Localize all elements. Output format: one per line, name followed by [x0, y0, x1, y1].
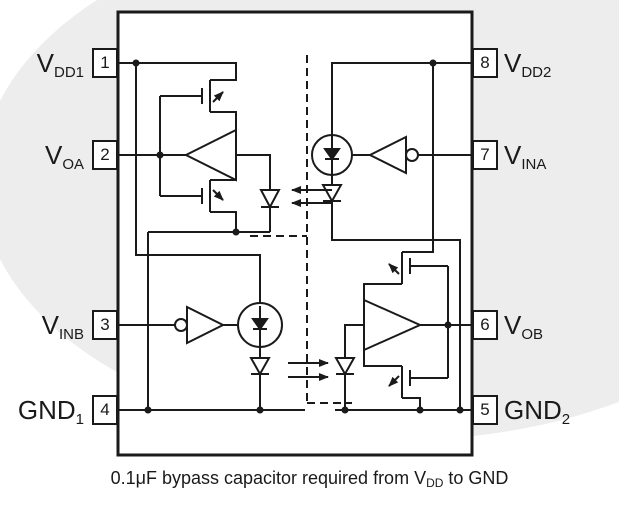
pin-label-main: V	[504, 48, 522, 78]
pin-label-vina: VINA	[504, 136, 616, 174]
junction-dots	[341, 321, 464, 414]
isolation-barrier-icon	[250, 55, 352, 404]
pin-label-gnd1: GND1	[0, 391, 84, 429]
pin-label-vob: VOB	[504, 306, 616, 344]
pin-label-sub: DD1	[53, 64, 84, 81]
pin-label-sub: INB	[58, 326, 84, 343]
pin-4-box: 4	[92, 395, 118, 425]
caption-text: 0.1μF bypass capacitor required from V	[110, 468, 427, 488]
bypass-capacitor-note: 0.1μF bypass capacitor required from VDD…	[0, 468, 619, 490]
pin-label-sub: 1	[75, 411, 84, 428]
channel-b-output-driver	[334, 252, 472, 414]
pin-label-voa: VOA	[0, 136, 84, 174]
led-b-icon	[251, 306, 269, 347]
buffer-a-input-wire	[236, 154, 271, 190]
pin-3-box: 3	[92, 310, 118, 340]
inverter-a-bubble-icon	[405, 148, 419, 162]
caption-text: to GND	[443, 468, 509, 488]
vdd2-rail	[402, 63, 434, 253]
pin-label-sub: OB	[521, 326, 544, 343]
pin-label-main: V	[36, 48, 54, 78]
vdd1-wire	[118, 62, 237, 81]
photodiode-a-icon	[259, 189, 281, 232]
led-a-icon	[323, 135, 341, 185]
pin-label-main: V	[504, 310, 522, 340]
pin-label-vinb: VINB	[0, 306, 84, 344]
pin-label-main: V	[44, 140, 63, 170]
coupling-arrows-b-icon	[288, 359, 329, 381]
pin-label-vdd1: VDD1	[0, 44, 84, 82]
pin-label-main: GND	[504, 395, 562, 425]
pin-label-main: V	[41, 310, 59, 340]
channel-a-output-driver	[118, 59, 281, 410]
pin-5-box: 5	[472, 395, 498, 425]
emitter-diode-b-icon	[249, 347, 271, 410]
junction-dots	[132, 59, 240, 236]
pmos-a-icon	[160, 80, 237, 130]
ic-body	[116, 10, 474, 457]
coupling-arrows-a-icon	[291, 186, 332, 207]
vdd1-rail	[135, 63, 261, 303]
caption-subscript: DD	[426, 476, 444, 490]
pin-7-box: 7	[472, 140, 498, 170]
pin-1-box: 1	[92, 48, 118, 78]
pin-label-sub: DD2	[521, 64, 552, 81]
channel-b-input-stage	[118, 302, 305, 414]
pin-label-sub: INA	[521, 156, 547, 173]
pin-6-box: 6	[472, 310, 498, 340]
junction-dots	[429, 59, 437, 67]
pmos-b-icon	[363, 252, 448, 300]
photodiode-b-icon	[334, 324, 364, 410]
vdd2-wire	[331, 62, 472, 135]
pin-2-box: 2	[92, 140, 118, 170]
input-inverter-b-icon	[186, 305, 226, 345]
pin-label-main: GND	[17, 395, 76, 425]
nmos-b-icon	[363, 350, 448, 410]
pin-label-main: V	[504, 140, 522, 170]
pin-label-sub: OA	[62, 156, 84, 173]
pin-label-gnd2: GND2	[504, 391, 616, 429]
pin-label-sub: 2	[561, 411, 571, 428]
junction-dots	[144, 406, 264, 414]
nmos-a-icon	[160, 179, 237, 232]
pin-8-box: 8	[472, 48, 498, 78]
pin-label-vdd2: VDD2	[504, 44, 616, 82]
inverter-b-bubble-icon	[174, 318, 188, 332]
channel-a-input-stage	[311, 59, 472, 410]
